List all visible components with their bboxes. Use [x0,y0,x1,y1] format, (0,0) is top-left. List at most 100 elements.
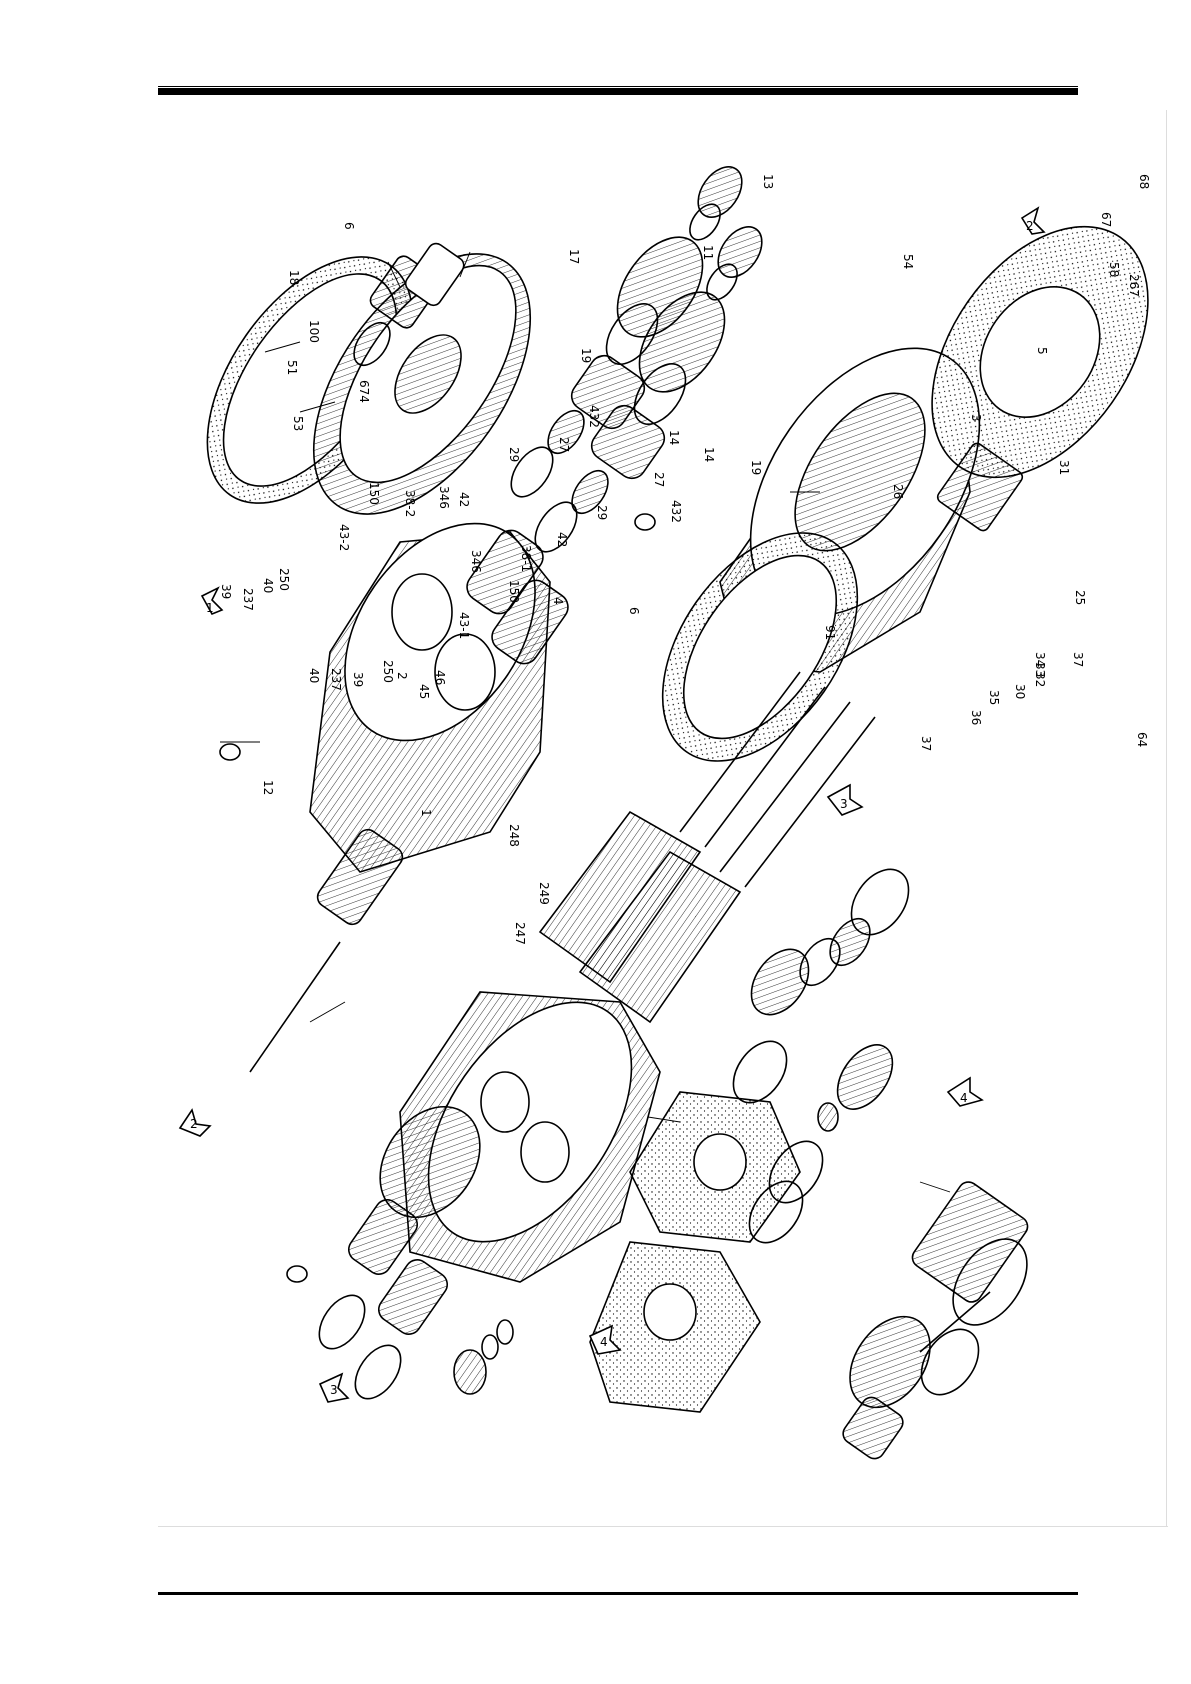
callout-c25: 25 [1073,590,1087,605]
callout-c14b: 14 [702,447,716,462]
callout-c237b: 237 [329,668,343,691]
bearing-rings-30-37 [732,868,910,1104]
callout-c70: 70 [1163,719,1164,734]
slide-248 [936,442,1024,532]
connector-arrow-4-right: 4 [946,1076,984,1107]
callout-c100: 100 [307,320,321,343]
callout-c58: 58 [1107,262,1121,277]
rings-237-39 [689,166,763,301]
callout-c150a: 150 [367,482,381,505]
callout-c11: 11 [701,245,715,260]
bearings-28 [318,1199,449,1400]
connector-arrow-3-left: 3 [318,1372,350,1403]
callout-c68: 68 [1137,174,1151,189]
callout-c40b: 40 [307,668,321,683]
callout-c346b: 346 [469,550,483,573]
callout-leader-lines [220,251,951,1193]
callout-c33: 33 [1033,662,1047,677]
callout-c45: 45 [417,684,431,699]
callout-c247: 247 [513,922,527,945]
end-cover-6 [312,253,532,515]
callout-c2: 2 [395,672,409,680]
connector-arrow-1: 1 [200,586,224,616]
callout-c431: 43-1 [457,612,471,639]
callout-c150b: 150 [507,580,521,603]
flanges-43 [605,236,726,425]
cover-74 [842,1291,991,1460]
piston-64 [748,1044,894,1244]
callout-c250b: 250 [381,660,395,683]
svg-text:1: 1 [206,601,214,615]
callout-c39a: 39 [219,584,233,599]
header-rule-thin [158,86,1078,87]
shaft-67 [249,828,404,1073]
callout-c17: 17 [567,249,581,264]
callout-c250a: 250 [277,568,291,591]
rotors-25-26 [538,671,876,1024]
callout-c18: 18 [287,270,301,285]
callout-c13: 13 [761,174,775,189]
callout-c37b: 37 [919,736,933,751]
callout-c237a: 237 [241,588,255,611]
callout-c30: 30 [1013,684,1027,699]
bearing-stack-51 [353,242,465,367]
header-rule [158,88,1078,95]
connector-arrow-3-right: 3 [826,783,864,816]
callout-c53: 53 [291,416,305,431]
callout-c35: 35 [987,690,1001,705]
gasket-6 [661,532,859,762]
svg-text:4: 4 [960,1091,968,1105]
callout-c40a: 40 [261,578,275,593]
seal-parts [453,1319,514,1395]
callout-c6: 6 [342,222,356,230]
callout-c3: 3 [969,414,983,422]
callout-c249: 249 [537,882,551,905]
callout-c42b: 42 [555,532,569,547]
exploded-view-drawing: 1 2 2 3 3 4 4 12345667911121314141718191… [160,112,1191,1524]
rings-29-42 [510,409,609,553]
callout-c6b: 6 [627,607,641,615]
callout-c29c: 29 [507,447,521,462]
connector-arrow-4-left: 4 [588,1324,622,1355]
gasket-12 [931,225,1149,479]
callout-c432a: 432 [587,405,601,428]
callout-labels: 1234566791112131414171819192223242526272… [219,174,1191,945]
svg-text:3: 3 [840,797,848,811]
drawing-frame-right [1166,110,1167,1526]
callout-c267: 267 [1127,274,1141,297]
callout-c432: 43-2 [337,524,351,551]
gaskets-22-23 [589,1091,801,1413]
callout-c4: 4 [551,597,565,605]
callout-c27: 27 [557,437,571,452]
callout-c346a: 346 [437,486,451,509]
callout-c42a: 42 [457,492,471,507]
callout-c27b: 27 [652,472,666,487]
callout-c46: 46 [433,670,447,685]
callout-c381: 38-1 [519,545,533,572]
callout-c64: 64 [1135,732,1149,747]
callout-c432b: 432 [669,500,683,523]
svg-text:3: 3 [330,1383,338,1397]
callout-c382: 38-2 [403,490,417,517]
connector-arrow-2-top: 2 [1020,206,1046,235]
eye-bolts [219,513,656,1283]
callout-c91: 91 [823,625,837,640]
callout-c19: 19 [579,348,593,363]
callout-c54: 54 [901,254,915,269]
footer-rule [158,1592,1078,1595]
callout-c14: 14 [667,430,681,445]
callout-c34: 34 [1033,652,1047,667]
callout-c36: 36 [969,710,983,725]
callout-c5: 5 [1035,347,1049,355]
callout-c37a: 37 [1071,652,1085,667]
callout-c12: 12 [261,780,275,795]
svg-text:4: 4 [600,1335,608,1349]
callout-c674: 674 [357,380,371,403]
callout-c19b: 19 [749,460,763,475]
drawing-frame-bottom [158,1526,1168,1527]
discharge-housing-5 [379,991,661,1283]
callout-c51: 51 [285,360,299,375]
callout-c1: 1 [419,809,433,817]
svg-text:2: 2 [190,1117,198,1131]
bearings-27 [466,529,569,665]
